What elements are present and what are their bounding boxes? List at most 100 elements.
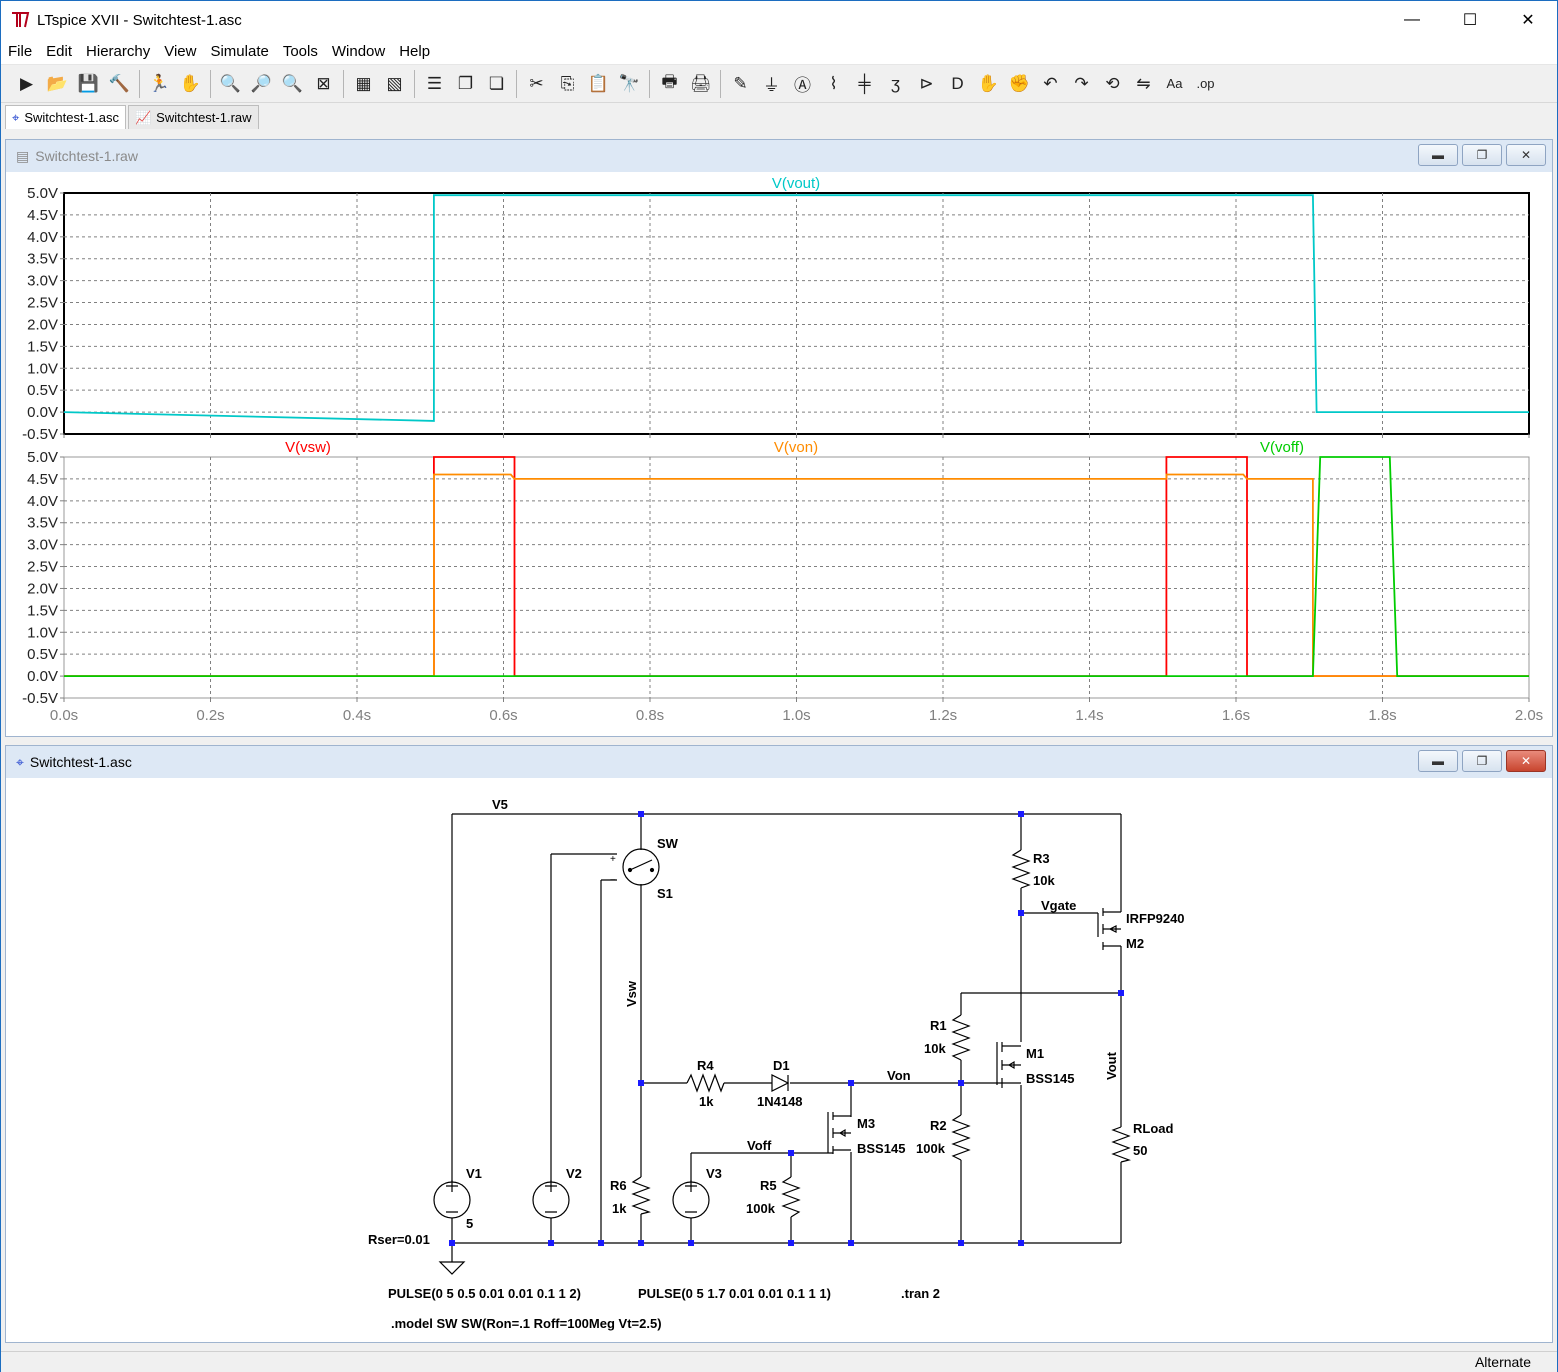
component-value[interactable]: 1k: [699, 1094, 714, 1109]
drag-icon[interactable]: ✊: [1008, 73, 1031, 93]
wire[interactable]: [550, 814, 642, 1243]
tab-switchtest-1-raw[interactable]: 📈Switchtest-1.raw: [127, 105, 259, 129]
menu-help[interactable]: Help: [399, 43, 431, 60]
net-label[interactable]: Voff: [747, 1138, 772, 1153]
mosfet-M1[interactable]: [996, 1042, 1021, 1088]
resistor-R1[interactable]: [951, 1014, 971, 1061]
component-name[interactable]: R4: [697, 1058, 714, 1073]
close-button[interactable]: ✕: [1521, 12, 1535, 29]
component-name[interactable]: RLoad: [1133, 1121, 1174, 1136]
schematic-close-button[interactable]: ✕: [1506, 750, 1546, 772]
source-function[interactable]: PULSE(0 5 1.7 0.01 0.01 0.1 1 1): [638, 1286, 831, 1301]
component-value[interactable]: 1N4148: [757, 1094, 803, 1109]
net-label[interactable]: V5: [492, 797, 508, 812]
resistor-R6[interactable]: [631, 1176, 652, 1215]
menu-hierarchy[interactable]: Hierarchy: [86, 43, 151, 60]
switch-S1[interactable]: [622, 848, 660, 886]
plot-pane-1[interactable]: 5.0V4.5V4.0V3.5V3.0V2.5V2.0V1.5V1.0V0.5V…: [22, 175, 1530, 443]
tile-horizontal-icon[interactable]: ☰: [426, 73, 443, 93]
mosfet-M3[interactable]: [827, 1112, 851, 1154]
component-name[interactable]: V2: [566, 1166, 582, 1181]
spice-directive[interactable]: .model SW SW(Ron=.1 Roff=100Meg Vt=2.5): [391, 1316, 662, 1331]
schematic-minimize-button[interactable]: ▬: [1418, 750, 1458, 772]
component-param[interactable]: Rser=0.01: [368, 1232, 430, 1247]
component-name[interactable]: M2: [1126, 936, 1144, 951]
component-name[interactable]: R5: [760, 1178, 777, 1193]
component-name[interactable]: R2: [930, 1118, 947, 1133]
copy-icon[interactable]: ⎘: [560, 73, 575, 93]
component-name[interactable]: R3: [1033, 851, 1050, 866]
trace-vvoff[interactable]: [64, 456, 1529, 678]
voltage-source-V2[interactable]: [532, 1180, 570, 1219]
mosfet-M2[interactable]: [1097, 908, 1122, 952]
print-preview-icon[interactable]: 🖶: [661, 72, 678, 91]
paste-icon[interactable]: 📋: [587, 73, 610, 93]
component-value[interactable]: IRFP9240: [1126, 911, 1185, 926]
trace-label[interactable]: V(vout): [772, 175, 820, 192]
cut-icon[interactable]: ✂: [529, 73, 544, 93]
maximize-button[interactable]: ☐: [1462, 12, 1478, 29]
text-icon[interactable]: Aa: [1166, 76, 1183, 91]
run-icon[interactable]: ▶: [19, 73, 34, 93]
menu-edit[interactable]: Edit: [46, 43, 73, 60]
voltage-source-V1[interactable]: [433, 1180, 471, 1219]
waveform-plot-area[interactable]: 5.0V4.5V4.0V3.5V3.0V2.5V2.0V1.5V1.0V0.5V…: [6, 172, 1552, 736]
resistor-R5[interactable]: [781, 1176, 801, 1218]
trace-label[interactable]: V(vsw): [285, 439, 331, 456]
waveform-minimize-button[interactable]: ▬: [1418, 144, 1458, 166]
capacitor-icon[interactable]: ╪: [858, 73, 871, 93]
component-icon[interactable]: D: [951, 73, 964, 93]
move-icon[interactable]: ✋: [977, 73, 1000, 93]
undo-icon[interactable]: ↶: [1043, 73, 1058, 93]
net-label[interactable]: Vsw: [624, 980, 639, 1007]
tab-switchtest-1-asc[interactable]: ⌖Switchtest-1.asc: [5, 105, 126, 129]
tile-vertical-icon[interactable]: ❏: [488, 73, 505, 93]
component-value[interactable]: 100k: [916, 1141, 946, 1156]
zoom-fit-icon[interactable]: ⊠: [316, 73, 331, 93]
component-name[interactable]: V1: [466, 1166, 482, 1181]
trace-label[interactable]: V(von): [774, 439, 818, 456]
resistor-R4[interactable]: [686, 1073, 725, 1093]
resistor-icon[interactable]: ⌇: [829, 73, 838, 93]
trace-vvon[interactable]: [64, 473, 1529, 678]
menu-view[interactable]: View: [164, 43, 197, 60]
component-name[interactable]: M3: [857, 1116, 875, 1131]
component-name[interactable]: V3: [706, 1166, 722, 1181]
component-name[interactable]: S1: [657, 886, 673, 901]
component-value[interactable]: 10k: [1033, 873, 1055, 888]
open-icon[interactable]: 📂: [46, 73, 69, 93]
diode-icon[interactable]: ⊳: [919, 73, 934, 93]
zoom-area-icon[interactable]: 🔎: [250, 73, 273, 93]
label-net-icon[interactable]: Ⓐ: [794, 76, 811, 95]
cascade-icon[interactable]: ❐: [457, 73, 474, 93]
diode-D1[interactable]: [771, 1074, 790, 1092]
schematic-canvas[interactable]: V5 SW S1 + − Vsw R3 10k Vgate IRFP9240 M…: [6, 778, 1552, 1342]
schematic-window-titlebar[interactable]: ⌖ Switchtest-1.asc ▬ ❐ ✕: [6, 746, 1552, 778]
component-value[interactable]: 100k: [746, 1201, 776, 1216]
fft-icon[interactable]: ▧: [386, 73, 403, 93]
trace-label[interactable]: V(voff): [1260, 439, 1304, 456]
component-name[interactable]: R6: [610, 1178, 627, 1193]
menu-tools[interactable]: Tools: [282, 43, 318, 60]
menu-window[interactable]: Window: [331, 43, 386, 60]
menu-simulate[interactable]: Simulate: [210, 43, 269, 60]
schematic-restore-button[interactable]: ❐: [1462, 750, 1502, 772]
resistor-R2[interactable]: [951, 1114, 971, 1161]
halt-icon[interactable]: 🏃: [148, 73, 171, 93]
draw-wire-icon[interactable]: ✎: [733, 73, 748, 93]
resistor-R3[interactable]: [1011, 849, 1031, 889]
source-function[interactable]: PULSE(0 5 0.5 0.01 0.01 0.1 1 2): [388, 1286, 581, 1301]
component-name[interactable]: SW: [657, 836, 679, 851]
ground-symbol[interactable]: [438, 1261, 466, 1275]
component-value[interactable]: 10k: [924, 1041, 946, 1056]
resistor-RLoad[interactable]: [1111, 1126, 1132, 1163]
redo-icon[interactable]: ↷: [1074, 73, 1089, 93]
rotate-icon[interactable]: ⟲: [1105, 73, 1120, 93]
net-label[interactable]: Vgate: [1041, 898, 1076, 913]
spice-directive-icon[interactable]: .op: [1196, 76, 1215, 91]
waveform-window-titlebar[interactable]: ▤ Switchtest-1.raw ▬ ❐ ✕: [6, 140, 1552, 172]
component-name[interactable]: D1: [773, 1058, 790, 1073]
net-label[interactable]: Vout: [1104, 1051, 1119, 1080]
wire[interactable]: [641, 1082, 1002, 1243]
